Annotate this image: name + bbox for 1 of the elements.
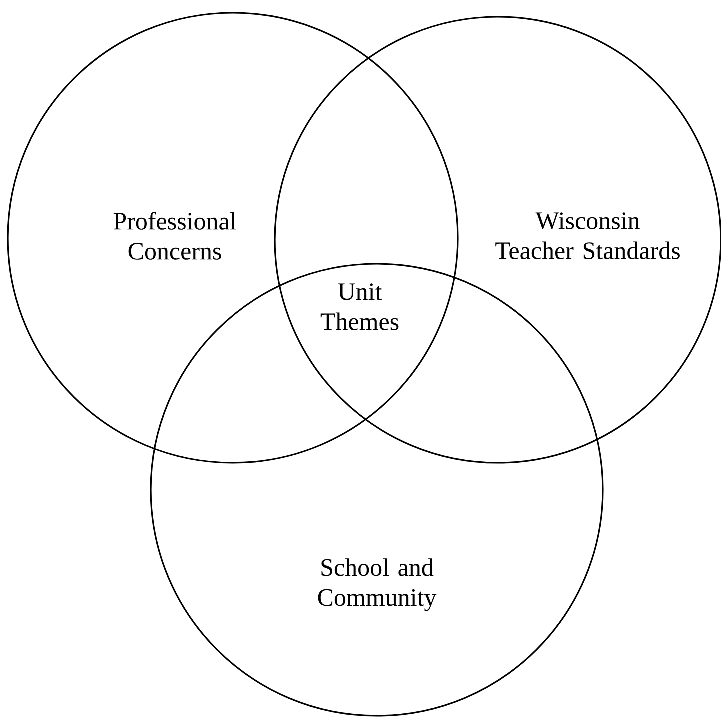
overlap-label: Unit Themes xyxy=(320,284,399,330)
